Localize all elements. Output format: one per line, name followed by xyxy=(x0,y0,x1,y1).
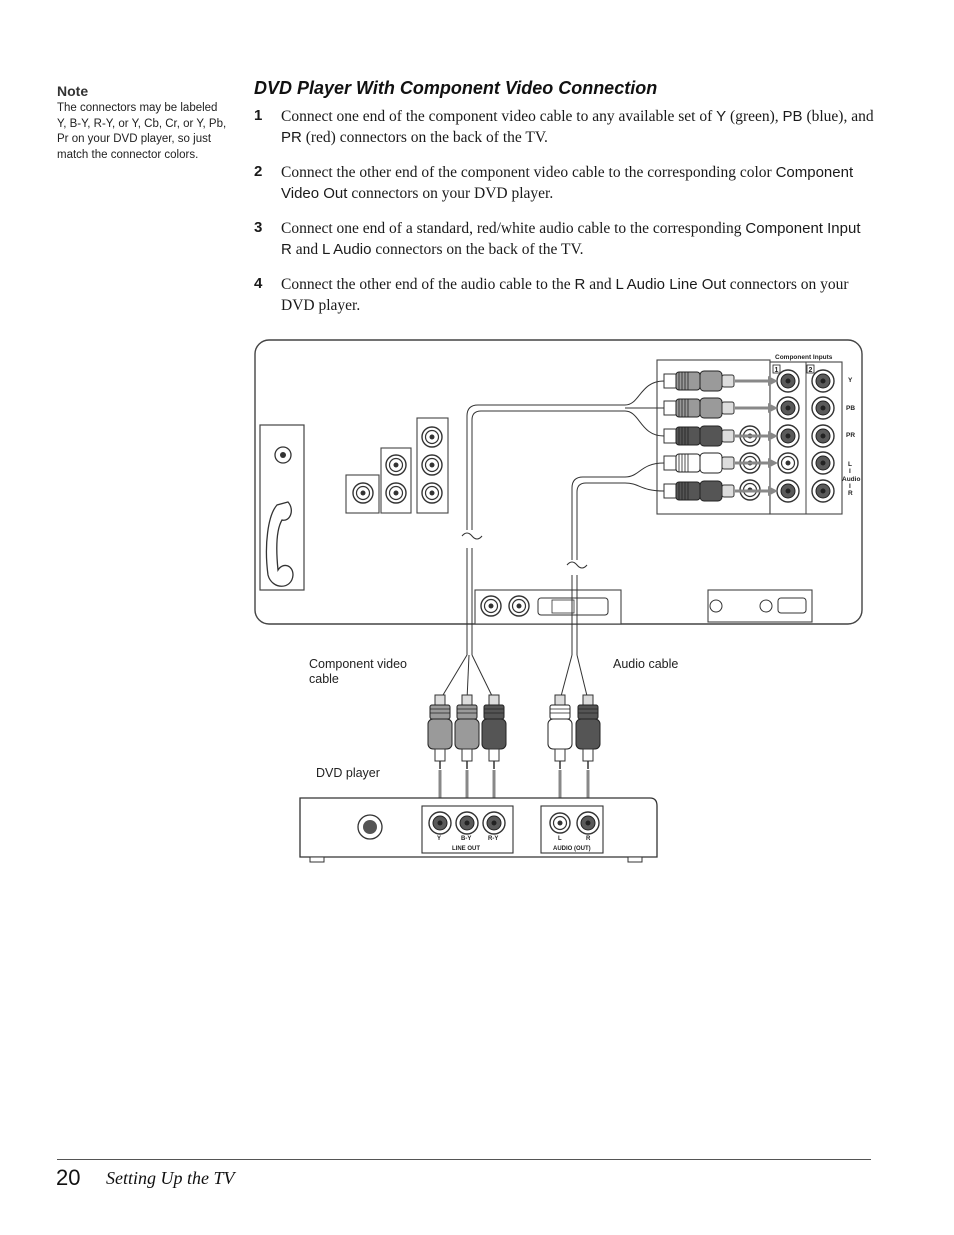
label-audio-pipe-bottom: I xyxy=(849,483,851,490)
step-1: 1 Connect one end of the component video… xyxy=(254,107,874,148)
label-audio: Audio xyxy=(842,476,860,483)
label-audio-pipe-top: I xyxy=(849,468,851,475)
dvd-audio-out-label: AUDIO (OUT) xyxy=(553,846,591,852)
step-text: Connect the other end of the audio cable… xyxy=(281,276,849,314)
label-r: R xyxy=(848,490,853,497)
dvd-r-label: R xyxy=(586,836,591,842)
component-inputs-label: Component Inputs xyxy=(775,354,833,361)
antenna-jack xyxy=(274,446,292,464)
dvd-ry-label: R-Y xyxy=(488,836,498,842)
component-jacks-input-2 xyxy=(811,369,835,503)
step-2: 2 Connect the other end of the component… xyxy=(254,163,874,204)
connection-diagram: Component Inputs 1 2 Y PB PR L I Audio I… xyxy=(254,339,863,863)
tv-insert-arrows xyxy=(735,379,770,493)
step-number: 2 xyxy=(254,163,263,180)
serial-port xyxy=(777,597,807,614)
label-l: L xyxy=(848,461,852,468)
label-y: Y xyxy=(848,377,853,384)
note-title: Note xyxy=(57,83,89,99)
step-text: Connect one end of the component video c… xyxy=(281,108,874,146)
audio-cable-dvd-plugs xyxy=(547,694,601,770)
label-pr: PR xyxy=(846,432,855,439)
step-text: Connect one end of a standard, red/white… xyxy=(281,220,861,258)
note-box: Note The connectors may be labeled Y, B-… xyxy=(57,83,227,163)
component-video-cable xyxy=(439,380,665,701)
component-cable-tv-plugs xyxy=(663,370,735,447)
dvd-player-label: DVD player xyxy=(316,766,380,780)
step-number: 1 xyxy=(254,107,263,124)
note-body: The connectors may be labeled Y, B-Y, R-… xyxy=(57,102,227,161)
audio-cable xyxy=(559,462,665,701)
step-3: 3 Connect one end of a standard, red/whi… xyxy=(254,219,874,260)
footer-section-title: Setting Up the TV xyxy=(106,1168,235,1188)
dvd-l-label: L xyxy=(558,836,562,842)
label-pb: PB xyxy=(846,405,855,412)
step-number: 4 xyxy=(254,275,263,292)
dvd-svideo-port xyxy=(357,814,383,840)
component-cable-dvd-plugs xyxy=(427,694,507,770)
step-text: Connect the other end of the component v… xyxy=(281,164,854,202)
step-number: 3 xyxy=(254,219,263,236)
dvd-y-label: Y xyxy=(437,836,441,842)
component-jacks-input-1 xyxy=(776,369,800,503)
phone-handset-icon xyxy=(265,501,294,587)
input-2-label: 2 xyxy=(809,367,813,374)
component-video-cable-label: Component video cable xyxy=(309,657,407,686)
footer-rule xyxy=(57,1159,871,1160)
dvd-by-label: B-Y xyxy=(461,836,471,842)
step-4: 4 Connect the other end of the audio cab… xyxy=(254,275,874,316)
section-heading: DVD Player With Component Video Connecti… xyxy=(254,78,658,98)
audio-cable-label: Audio cable xyxy=(613,657,679,671)
page-number: 20 xyxy=(56,1165,81,1190)
input-1-label: 1 xyxy=(775,367,779,374)
dvd-line-out-label: LINE OUT xyxy=(452,846,480,852)
